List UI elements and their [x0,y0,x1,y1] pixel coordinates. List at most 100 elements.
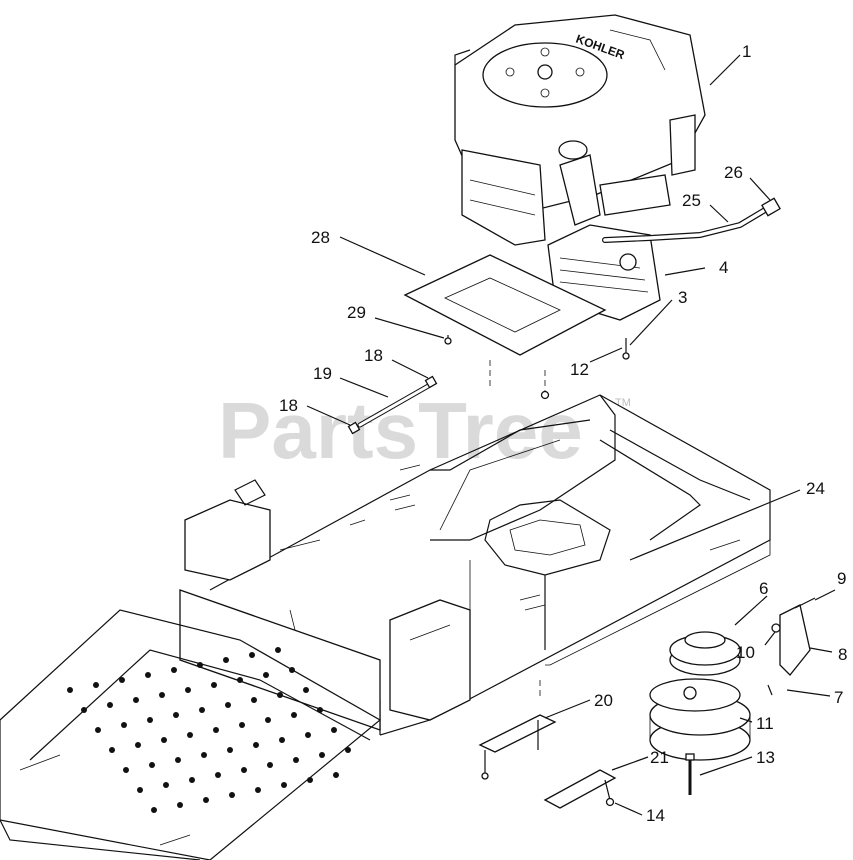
callout-13: 13 [756,748,775,767]
floor-hole [265,717,271,723]
floor-hole [123,767,129,773]
clutch [649,678,751,761]
pulley [669,631,741,676]
fuel-line [602,197,781,243]
floor-hole [215,772,221,778]
callout-9: 9 [837,569,846,588]
callout-18-lower: 18 [279,396,298,415]
callout-10: 10 [736,643,755,662]
floor-hole [333,772,339,778]
floor-hole [187,732,193,738]
floor-hole [121,722,127,728]
floor-hole [239,722,245,728]
floor-hole [107,702,113,708]
callout-8: 8 [838,645,847,664]
floor-hole [175,757,181,763]
floor-hole [289,667,295,673]
floor-pan [0,609,382,860]
front-bracket [179,479,471,731]
floor-hole [135,742,141,748]
floor-hole [137,787,143,793]
floor-hole [253,742,259,748]
floor-hole [171,667,177,673]
callout-28: 28 [311,228,330,247]
lower-brackets [478,680,617,809]
floor-hole [133,697,139,703]
leader-lines [306,54,836,816]
floor-hole [67,687,73,693]
bolts-upper [444,335,630,400]
floor-hole [317,707,323,713]
floor-hole [189,777,195,783]
floor-hole [331,727,337,733]
callout-3: 3 [678,288,687,307]
callout-14: 14 [646,806,665,825]
callout-12: 12 [570,360,589,379]
floor-hole [159,692,165,698]
callout-11: 11 [756,714,774,733]
floor-hole [241,767,247,773]
floor-hole [173,712,179,718]
callout-1: 1 [742,42,751,61]
callout-18-upper: 18 [364,346,383,365]
floor-hole [161,737,167,743]
floor-hole [275,647,281,653]
floor-hole [203,797,209,803]
floor-hole [201,752,207,758]
floor-hole [251,697,257,703]
floor-hole [227,747,233,753]
floor-hole [237,677,243,683]
floor-hole [213,727,219,733]
callout-24: 24 [806,479,825,498]
callout-29: 29 [347,303,366,322]
floor-hole [211,682,217,688]
floor-hole [255,787,261,793]
floor-hole [249,652,255,658]
callout-26: 26 [724,163,743,182]
floor-hole [151,807,157,813]
floor-hole [319,752,325,758]
floor-hole [147,717,153,723]
callout-20: 20 [594,691,613,710]
floor-hole [95,727,101,733]
callout-19: 19 [313,364,332,383]
floor-hole [223,657,229,663]
callouts: 1 26 25 28 4 3 29 18 19 12 18 24 9 6 10 … [279,42,847,825]
clutch-bolt [685,753,695,795]
floor-hole [293,757,299,763]
floor-hole [305,732,311,738]
rod-assembly [347,375,438,435]
clutch-bracket [767,597,816,696]
engine: KOHLER [454,14,706,246]
floor-hole [229,792,235,798]
floor-hole [291,712,297,718]
callout-4: 4 [719,258,728,277]
callout-6: 6 [759,579,768,598]
floor-hole [81,707,87,713]
floor-hole [185,687,191,693]
floor-hole [109,747,115,753]
floor-hole [225,702,231,708]
floor-hole [267,762,273,768]
floor-holes [67,647,351,813]
floor-hole [281,782,287,788]
floor-hole [119,677,125,683]
floor-hole [197,662,203,668]
floor-hole [163,782,169,788]
floor-hole [263,672,269,678]
floor-hole [177,802,183,808]
floor-hole [307,777,313,783]
gasket [403,254,607,356]
floor-hole [303,687,309,693]
callout-21: 21 [650,748,669,767]
floor-hole [93,682,99,688]
floor-hole [145,672,151,678]
floor-hole [345,747,351,753]
callout-7: 7 [834,688,843,707]
callout-25: 25 [682,191,701,210]
floor-hole [149,762,155,768]
floor-hole [279,737,285,743]
floor-hole [199,707,205,713]
floor-hole [277,692,283,698]
